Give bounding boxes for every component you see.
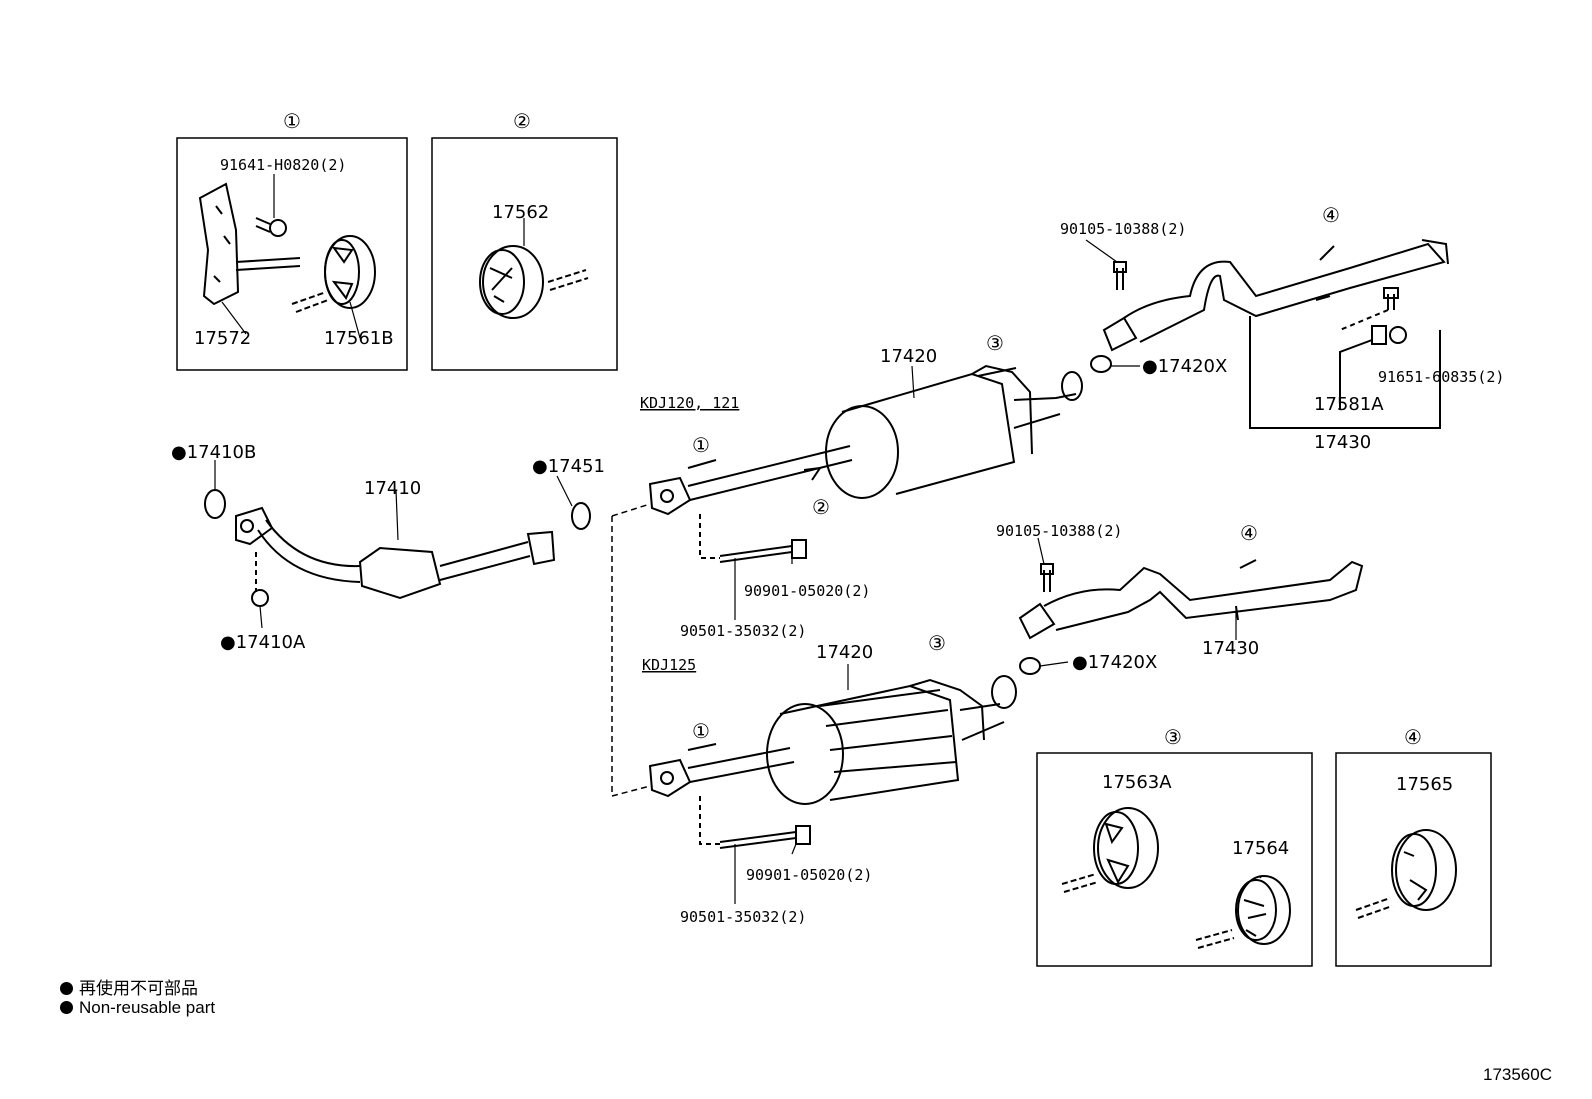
gasket-17451-icon — [571, 502, 591, 530]
hanger-17564-icon — [1195, 875, 1291, 949]
part-17410: 17410 — [364, 478, 421, 499]
legend-line-1: 再使用不可部品 — [79, 979, 198, 998]
callout-1-top: ① — [692, 433, 710, 457]
part-17572: 17572 — [194, 328, 251, 349]
center-pipe-bottom-drawing — [648, 743, 795, 845]
part-17430-bottom: 17430 — [1202, 638, 1259, 659]
callout-3-top: ③ — [986, 331, 1004, 355]
callout-1-bottom: ① — [692, 719, 710, 743]
callout-3-bottom: ③ — [928, 631, 946, 655]
tail-pipe-17430-bottom-drawing — [1018, 559, 1364, 640]
variant-label-bottom: KDJ125 — [642, 656, 696, 674]
hanger-17563A-icon — [1061, 807, 1159, 893]
part-17562: 17562 — [492, 202, 549, 223]
part-17420-bottom: 17420 — [816, 642, 873, 663]
part-17561B: 17561B — [324, 328, 394, 349]
leader-lines — [214, 174, 1263, 904]
part-91651-60835: 91651-60835(2) — [1378, 368, 1504, 386]
part-90901-top: 90901-05020(2) — [744, 582, 870, 600]
callout-4-inset: ④ — [1404, 725, 1422, 749]
part-17420X-bottom: ●17420X — [1072, 652, 1157, 673]
gasket-17410B-icon — [204, 489, 226, 519]
callout-3-inset: ③ — [1164, 725, 1182, 749]
part-17581A: 17581A — [1314, 394, 1384, 415]
muffler-17420-top-drawing — [825, 364, 1077, 499]
bolt-90105-top-icon — [1113, 261, 1127, 290]
bracket-17572-drawing — [198, 182, 301, 306]
part-17564: 17564 — [1232, 838, 1289, 859]
tail-pipe-17430-top-drawing — [1102, 239, 1449, 429]
hanger-17565-icon — [1355, 829, 1457, 919]
callout-2-top: ② — [812, 495, 830, 519]
connector-dashed-line — [611, 503, 651, 797]
variant-label-top: KDJ120, 121 — [640, 394, 739, 412]
bolt-91651-icon — [1339, 287, 1399, 331]
part-91641-H0820: 91641-H0820(2) — [220, 156, 346, 174]
gasket-17420X-bottom-icon — [1019, 657, 1041, 675]
nut-17410A-icon — [251, 589, 269, 607]
front-pipe-17410-drawing — [235, 506, 556, 600]
inset-box-2 — [431, 137, 618, 371]
figure-code: 173560C — [1482, 1065, 1552, 1084]
bolt-91641-icon — [255, 217, 287, 237]
muffler-17420-bottom-drawing — [766, 678, 1005, 805]
callout-2-inset: ② — [513, 109, 531, 133]
bolt-90105-bottom-icon — [1040, 563, 1054, 592]
flange-bottom-icon — [991, 675, 1017, 709]
part-17565: 17565 — [1396, 774, 1453, 795]
part-17410B: ●17410B — [171, 442, 256, 463]
part-90501-top: 90501-35032(2) — [680, 622, 806, 640]
screw-90901-top-icon — [719, 539, 807, 563]
hanger-17562-icon — [479, 245, 589, 319]
part-17563A: 17563A — [1102, 772, 1172, 793]
inset-box-3 — [1036, 752, 1313, 967]
part-17451: ●17451 — [532, 456, 605, 477]
callout-4-bottom: ④ — [1240, 521, 1258, 545]
part-17420-top: 17420 — [880, 346, 937, 367]
legend-english: Non-reusable part — [60, 998, 215, 1018]
inset-box-1 — [176, 137, 408, 371]
callout-4-top: ④ — [1322, 203, 1340, 227]
legend-japanese: 再使用不可部品 — [60, 974, 198, 999]
gasket-17420X-top-icon — [1090, 355, 1112, 373]
bullet-dot-icon — [60, 982, 73, 995]
legend-line-2: Non-reusable part — [79, 998, 216, 1017]
inset-box-4 — [1335, 752, 1492, 967]
callout-1-inset: ① — [283, 109, 301, 133]
flange-top-icon — [1061, 371, 1083, 401]
part-90105-top: 90105-10388(2) — [1060, 220, 1186, 238]
part-90105-bottom: 90105-10388(2) — [996, 522, 1122, 540]
part-17410A: ●17410A — [220, 632, 306, 653]
center-pipe-top-drawing — [648, 445, 853, 559]
hanger-17561B-icon — [291, 235, 376, 313]
part-90501-bottom: 90501-35032(2) — [680, 908, 806, 926]
part-90901-bottom: 90901-05020(2) — [746, 866, 872, 884]
clamp-17581A-icon — [1339, 325, 1407, 410]
screw-90901-bottom-icon — [719, 825, 811, 849]
part-17430-top: 17430 — [1314, 432, 1371, 453]
part-17420X-top: ●17420X — [1142, 356, 1227, 377]
bullet-dot-icon — [60, 1001, 73, 1014]
